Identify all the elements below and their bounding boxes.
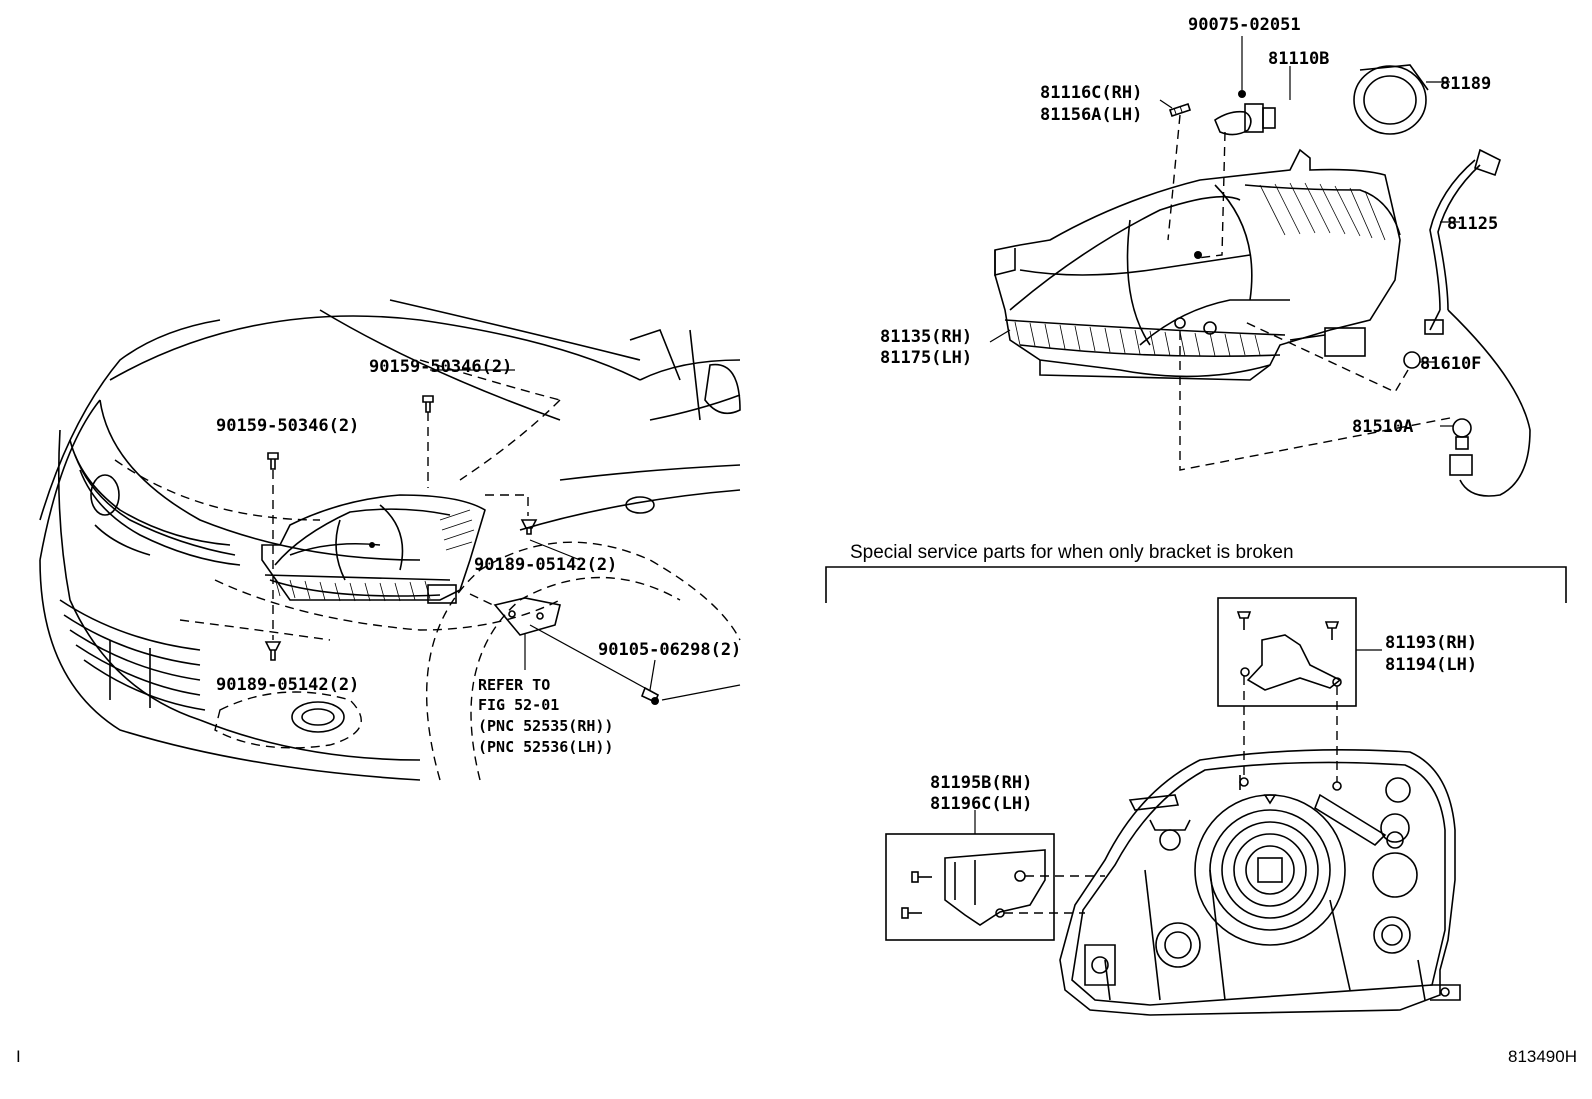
refer-note-line1: REFER TO — [478, 676, 550, 694]
rubber-cap-icon — [1353, 64, 1429, 135]
wire-harness-icon — [1424, 148, 1531, 497]
bracket-81195-box — [885, 833, 1105, 941]
refer-note-line2: FIG 52-01 — [478, 696, 559, 714]
callout-81510a: 81510A — [1352, 417, 1413, 437]
wedge-bulb-icon — [1403, 351, 1421, 369]
clip-icon — [264, 641, 282, 661]
refer-note-line3: (PNC 52535(RH)) — [478, 717, 613, 735]
lens-hatch — [1014, 321, 1261, 357]
headlamp-rear-view — [1059, 748, 1461, 1016]
callout-81610f: 81610F — [1420, 354, 1481, 374]
callout-90105-06298: 90105-06298(2) — [598, 640, 741, 660]
screw-icon — [1236, 611, 1252, 630]
housing-fins — [1259, 182, 1386, 241]
bolt-icon — [422, 395, 434, 413]
headlamp-bulb-icon — [1214, 103, 1276, 136]
refer-note-line4: (PNC 52536(LH)) — [478, 738, 613, 756]
top-right-parts — [989, 36, 1531, 497]
headlamp-exploded-view — [994, 148, 1401, 381]
callout-81135-rh: 81135(RH) — [880, 327, 972, 347]
callout-81189: 81189 — [1440, 74, 1491, 94]
callout-90159-50346-top: 90159-50346(2) — [369, 357, 512, 377]
screw-icon — [911, 871, 932, 883]
callout-90075-02051: 90075-02051 — [1188, 15, 1301, 35]
bolt-icon — [267, 452, 279, 470]
callout-81196c-lh: 81196C(LH) — [930, 794, 1032, 814]
callout-81156a-lh: 81156A(LH) — [1040, 105, 1142, 125]
callout-81175-lh: 81175(LH) — [880, 348, 972, 368]
headlamp-unit-installed — [261, 494, 486, 604]
section-bracket — [825, 566, 1567, 603]
left-fasteners — [264, 369, 741, 705]
callout-90189-05142-right: 90189-05142(2) — [474, 555, 617, 575]
bracket-81193-box — [1217, 597, 1357, 782]
screw-icon — [640, 686, 660, 705]
footer-left-mark: I — [16, 1047, 21, 1066]
callout-81125: 81125 — [1447, 214, 1498, 234]
figure-code: 813490H — [1508, 1047, 1577, 1066]
callout-81193-rh: 81193(RH) — [1385, 633, 1477, 653]
screw-icon — [1324, 621, 1340, 640]
headlamp-lens-hatch — [274, 509, 475, 602]
callout-81194-lh: 81194(LH) — [1385, 655, 1477, 675]
signal-bulb-icon — [1452, 418, 1472, 450]
callout-81116c-rh: 81116C(RH) — [1040, 83, 1142, 103]
callout-90189-05142-bottom: 90189-05142(2) — [216, 675, 359, 695]
screw-icon — [901, 907, 922, 919]
car-front-illustration — [39, 299, 741, 781]
clip-icon — [520, 519, 538, 535]
callout-90159-50346-left: 90159-50346(2) — [216, 416, 359, 436]
callout-81110b: 81110B — [1268, 49, 1329, 69]
callout-81195b-rh: 81195B(RH) — [930, 773, 1032, 793]
special-parts-caption: Special service parts for when only brac… — [850, 542, 1294, 563]
